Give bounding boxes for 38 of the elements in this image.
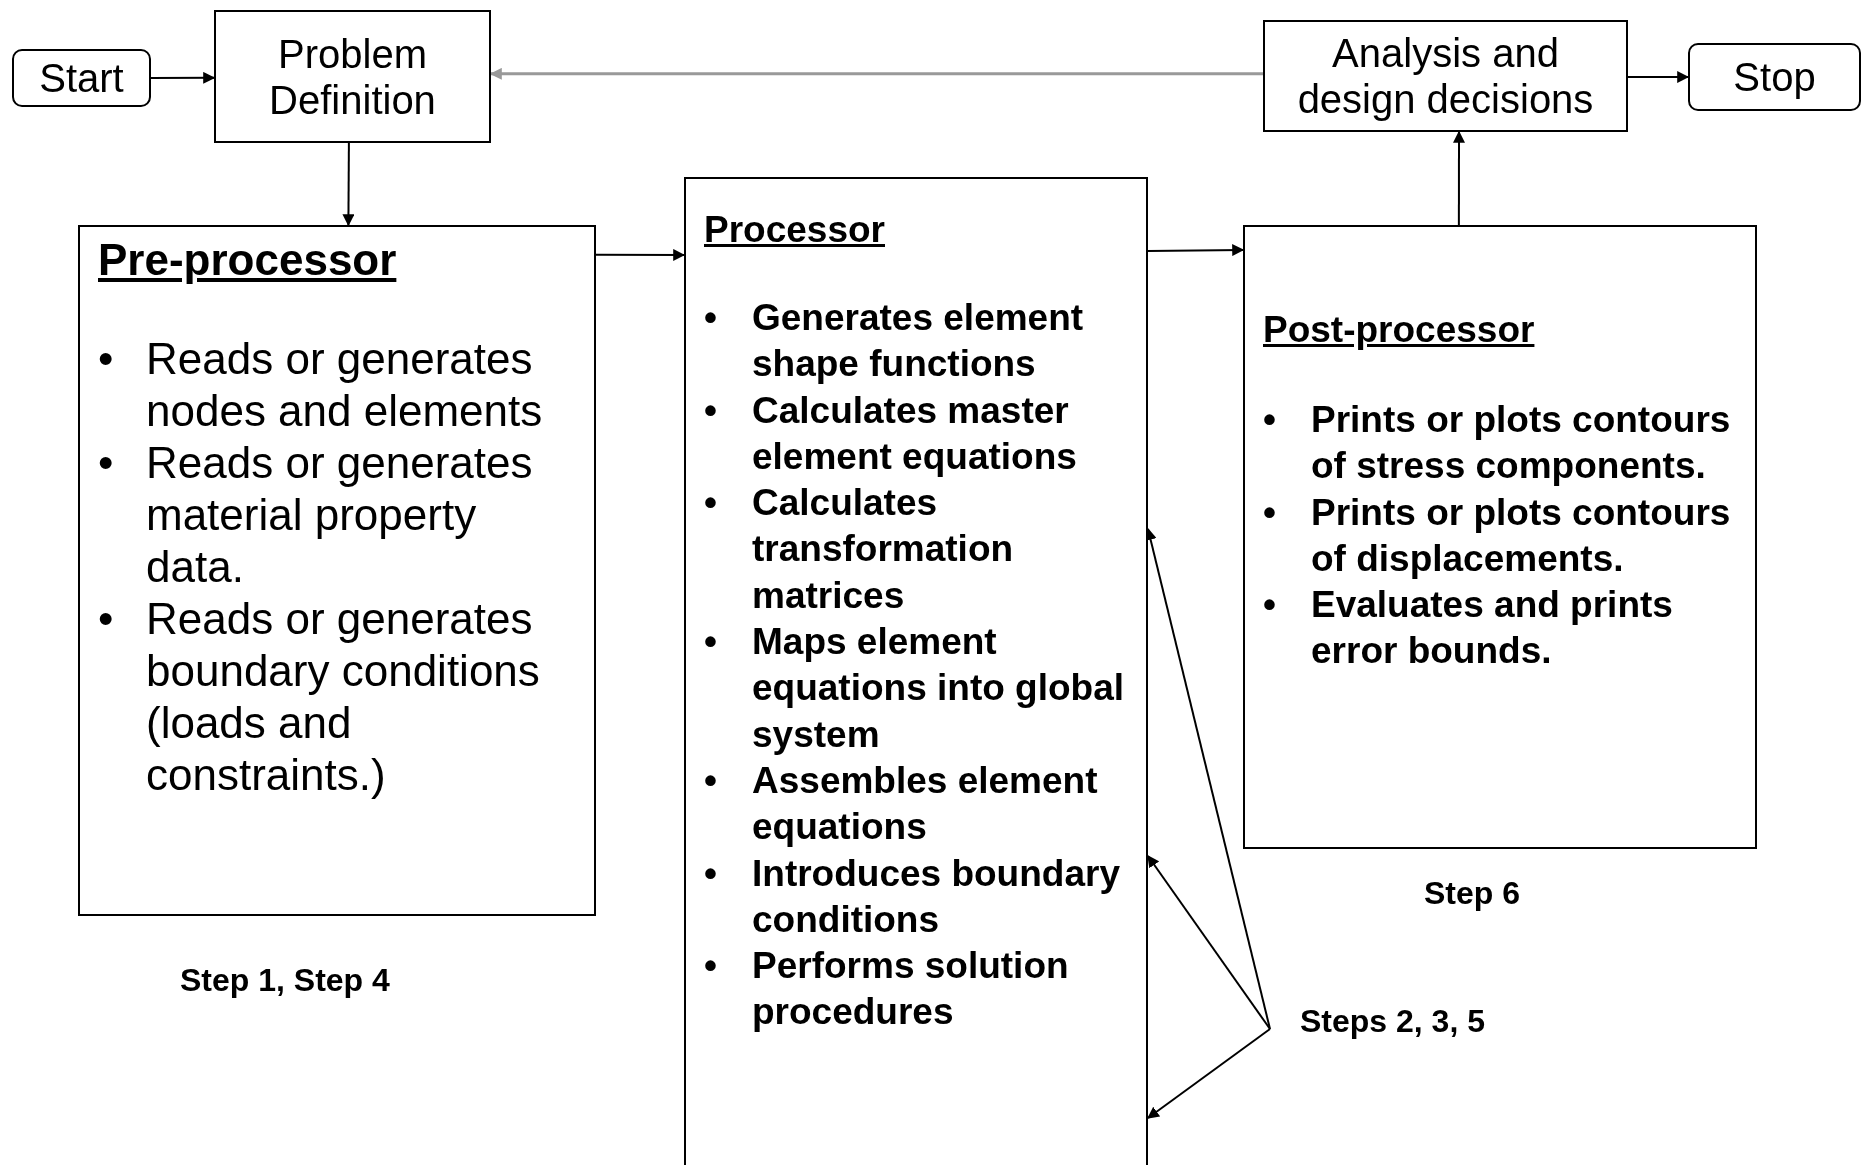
bullet-item: • Prints or plots contours of displacements. bbox=[1263, 490, 1732, 581]
process-box bbox=[214, 10, 491, 143]
bullet-item: • Introduces boundary conditions bbox=[704, 851, 1121, 942]
node-label: Start bbox=[39, 55, 124, 101]
node-label: Problem Definition bbox=[268, 30, 437, 123]
bullet-item: • Calculates transformation matrices bbox=[704, 481, 1015, 618]
arrow bbox=[342, 142, 355, 227]
arrow bbox=[595, 248, 686, 261]
section-heading: Processor bbox=[704, 209, 885, 251]
arrow bbox=[1147, 855, 1271, 1031]
bullet-item: • Calculates master element equations bbox=[704, 388, 1078, 479]
arrow bbox=[1453, 130, 1465, 226]
process-box bbox=[684, 177, 1148, 1165]
section-heading: Post-processor bbox=[1263, 309, 1535, 351]
terminal-box bbox=[1688, 43, 1861, 111]
process-box bbox=[78, 225, 596, 916]
bullet-item: • Reads or generates material property data. bbox=[98, 437, 534, 593]
bullet-item: • Reads or generates nodes and elements bbox=[98, 333, 544, 437]
arrow bbox=[1147, 1028, 1271, 1119]
node-label: Analysis and design decisions bbox=[1296, 30, 1595, 122]
step-label: Step 6 bbox=[1424, 875, 1521, 912]
bullet-item: • Reads or generates boundary conditions (loads and constraints.) bbox=[98, 593, 541, 801]
bullet-item: • Evaluates and prints error bounds. bbox=[1263, 583, 1674, 674]
step-label: Steps 2, 3, 5 bbox=[1300, 1003, 1485, 1039]
arrow bbox=[150, 71, 216, 84]
process-box bbox=[1243, 225, 1757, 849]
node-label: Stop bbox=[1733, 54, 1816, 100]
bullet-item: • Maps element equations into global system bbox=[704, 620, 1126, 757]
step-label: Step 1, Step 4 bbox=[180, 962, 390, 999]
terminal-box bbox=[12, 49, 151, 107]
process-box bbox=[1263, 20, 1628, 132]
section-heading: Pre-processor bbox=[98, 235, 397, 285]
bullet-item: • Assembles element equations bbox=[704, 758, 1099, 850]
arrow bbox=[1627, 71, 1690, 83]
bullet-item: • Prints or plots contours of stress components. bbox=[1263, 398, 1732, 489]
bullet-item: • Generates element shape functions bbox=[704, 296, 1085, 387]
bullet-item: • Performs solution procedures bbox=[704, 944, 1070, 1035]
arrow bbox=[1147, 244, 1245, 257]
